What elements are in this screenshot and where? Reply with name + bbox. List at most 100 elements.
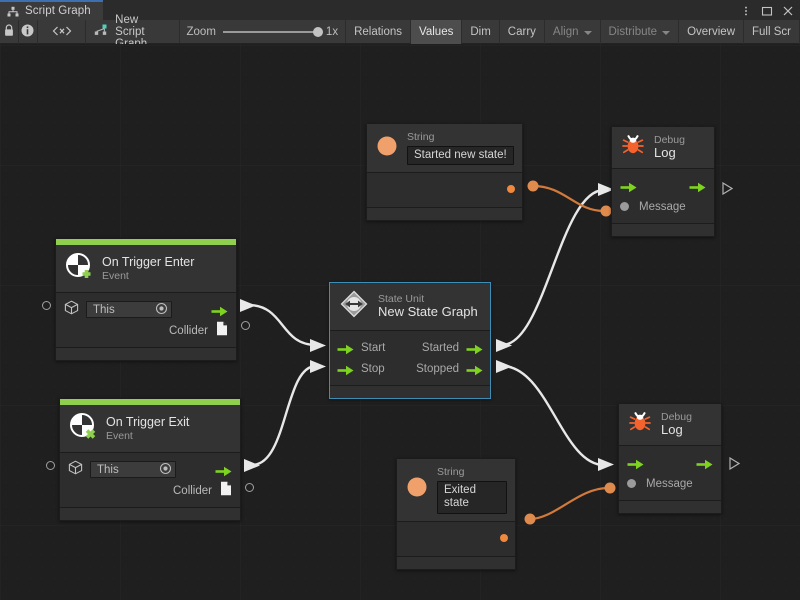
node-header[interactable]: Debug Log xyxy=(612,127,714,169)
tab-label: Script Graph xyxy=(25,5,91,17)
flow-port-row xyxy=(627,452,713,473)
toolbar-button-fullscreen[interactable]: Full Scr xyxy=(744,20,800,44)
event-accent-bar xyxy=(60,399,240,405)
toolbar-button-relations[interactable]: Relations xyxy=(346,20,412,44)
node-subtitle: Event xyxy=(102,269,129,282)
node-title: On Trigger Enter xyxy=(102,255,195,270)
node-header[interactable]: On Trigger Exit Event xyxy=(60,405,240,453)
node-on-trigger-exit[interactable]: On Trigger Exit Event This xyxy=(59,398,241,521)
debug-log-top-output-port[interactable] xyxy=(722,182,733,195)
stopped-output-port-icon[interactable] xyxy=(466,363,483,376)
flow-port-row xyxy=(620,175,706,196)
close-icon[interactable] xyxy=(782,4,794,16)
node-header[interactable]: String Started new state! xyxy=(367,124,522,174)
zoom-slider[interactable] xyxy=(222,26,323,37)
arrowhead-flow xyxy=(310,339,326,352)
string-value-icon xyxy=(376,135,398,162)
string-value-icon xyxy=(406,476,428,503)
edge-started-to-debug-top xyxy=(501,188,605,347)
target-object-field[interactable]: This xyxy=(86,301,172,318)
graph-hierarchy-icon xyxy=(7,5,19,17)
arrowhead-flow xyxy=(496,360,512,373)
message-input-port[interactable] xyxy=(627,479,636,488)
trigger-enter-left-port[interactable] xyxy=(42,301,51,310)
graph-name-field[interactable]: New Script Graph xyxy=(86,14,180,50)
maximize-icon[interactable] xyxy=(761,4,773,16)
node-header[interactable]: String Exited state xyxy=(397,459,515,522)
message-port-row: Message xyxy=(627,473,713,494)
node-string-bottom[interactable]: String Exited state xyxy=(396,458,516,570)
message-label: Message xyxy=(639,200,686,213)
node-debug-log-top[interactable]: Debug Log xyxy=(611,126,715,237)
target-object-value: This xyxy=(97,463,119,476)
collider-row: Collider xyxy=(68,480,232,501)
toolbar-button-distribute-label: Distribute xyxy=(608,26,658,38)
toolbar-button-align[interactable]: Align xyxy=(545,20,601,44)
string-value-field[interactable]: Started new state! xyxy=(407,146,514,166)
collider-document-icon[interactable] xyxy=(216,321,228,341)
string-output-port[interactable] xyxy=(500,533,508,542)
toolbar-button-values[interactable]: Values xyxy=(411,20,463,44)
debug-bug-icon xyxy=(628,410,652,439)
collider-document-icon[interactable] xyxy=(220,481,232,501)
gameobject-cube-icon xyxy=(68,460,83,480)
message-input-port[interactable] xyxy=(620,202,629,211)
zoom-slider-handle[interactable] xyxy=(312,26,323,37)
zoom-value: 1x xyxy=(325,25,339,38)
node-footer xyxy=(367,207,522,221)
trigger-enter-collider-port[interactable] xyxy=(241,321,250,330)
code-view-button[interactable] xyxy=(38,20,87,44)
flow-input-port-icon[interactable] xyxy=(627,457,644,470)
debug-log-bottom-output-port[interactable] xyxy=(729,457,740,470)
graph-canvas[interactable]: String Started new state! xyxy=(0,44,800,600)
target-object-field[interactable]: This xyxy=(90,461,176,478)
toolbar-button-carry-label: Carry xyxy=(507,26,536,38)
string-value-field[interactable]: Exited state xyxy=(437,481,507,514)
string-output-port[interactable] xyxy=(507,185,515,194)
flow-output-port-icon[interactable] xyxy=(215,464,232,477)
object-picker-icon[interactable] xyxy=(159,462,172,478)
node-header[interactable]: On Trigger Enter Event xyxy=(56,245,236,293)
message-label: Message xyxy=(646,477,693,490)
node-title: String xyxy=(407,131,435,143)
node-header[interactable]: Debug Log xyxy=(619,404,721,446)
edge-trigger-enter-to-start xyxy=(247,303,317,347)
trigger-exit-left-port[interactable] xyxy=(46,461,55,470)
chevron-down-icon xyxy=(583,31,592,35)
target-object-value: This xyxy=(93,303,115,316)
edge-dot-source xyxy=(527,180,539,192)
info-icon xyxy=(21,24,34,40)
node-footer xyxy=(397,555,515,569)
toolbar-button-distribute[interactable]: Distribute xyxy=(601,20,680,44)
code-brackets-icon xyxy=(49,25,75,40)
lock-icon xyxy=(3,24,15,40)
message-port-row: Message xyxy=(620,196,706,217)
edge-dot-target xyxy=(600,205,612,217)
start-input-port-icon[interactable] xyxy=(337,342,354,355)
toolbar-button-carry[interactable]: Carry xyxy=(500,20,545,44)
node-title: On Trigger Exit xyxy=(106,415,190,430)
flow-output-port-icon[interactable] xyxy=(696,457,713,470)
tab-script-graph[interactable]: Script Graph xyxy=(0,0,103,20)
object-picker-icon[interactable] xyxy=(155,302,168,318)
kebab-menu-icon[interactable] xyxy=(740,4,752,16)
started-output-port-icon[interactable] xyxy=(466,342,483,355)
node-header[interactable]: State Unit New State Graph xyxy=(330,283,490,331)
toolbar-button-dim[interactable]: Dim xyxy=(462,20,500,44)
node-on-trigger-enter[interactable]: On Trigger Enter Event This xyxy=(55,238,237,361)
flow-input-port-icon[interactable] xyxy=(620,180,637,193)
flow-output-port-icon[interactable] xyxy=(689,180,706,193)
zoom-control[interactable]: Zoom 1x xyxy=(180,20,347,43)
stop-input-port-icon[interactable] xyxy=(337,363,354,376)
trigger-exit-collider-port[interactable] xyxy=(245,483,254,492)
node-state-unit[interactable]: State Unit New State Graph Start xyxy=(329,282,491,399)
node-string-top[interactable]: String Started new state! xyxy=(366,123,523,222)
lock-button[interactable] xyxy=(0,20,19,44)
node-debug-log-bottom[interactable]: Debug Log xyxy=(618,403,722,514)
toolbar-button-overview[interactable]: Overview xyxy=(679,20,745,44)
info-button[interactable] xyxy=(19,20,38,44)
node-body: Start Started xyxy=(330,331,490,385)
node-title: Log xyxy=(661,422,683,438)
flow-output-port-icon[interactable] xyxy=(211,304,228,317)
toolbar-button-overview-label: Overview xyxy=(687,26,736,38)
